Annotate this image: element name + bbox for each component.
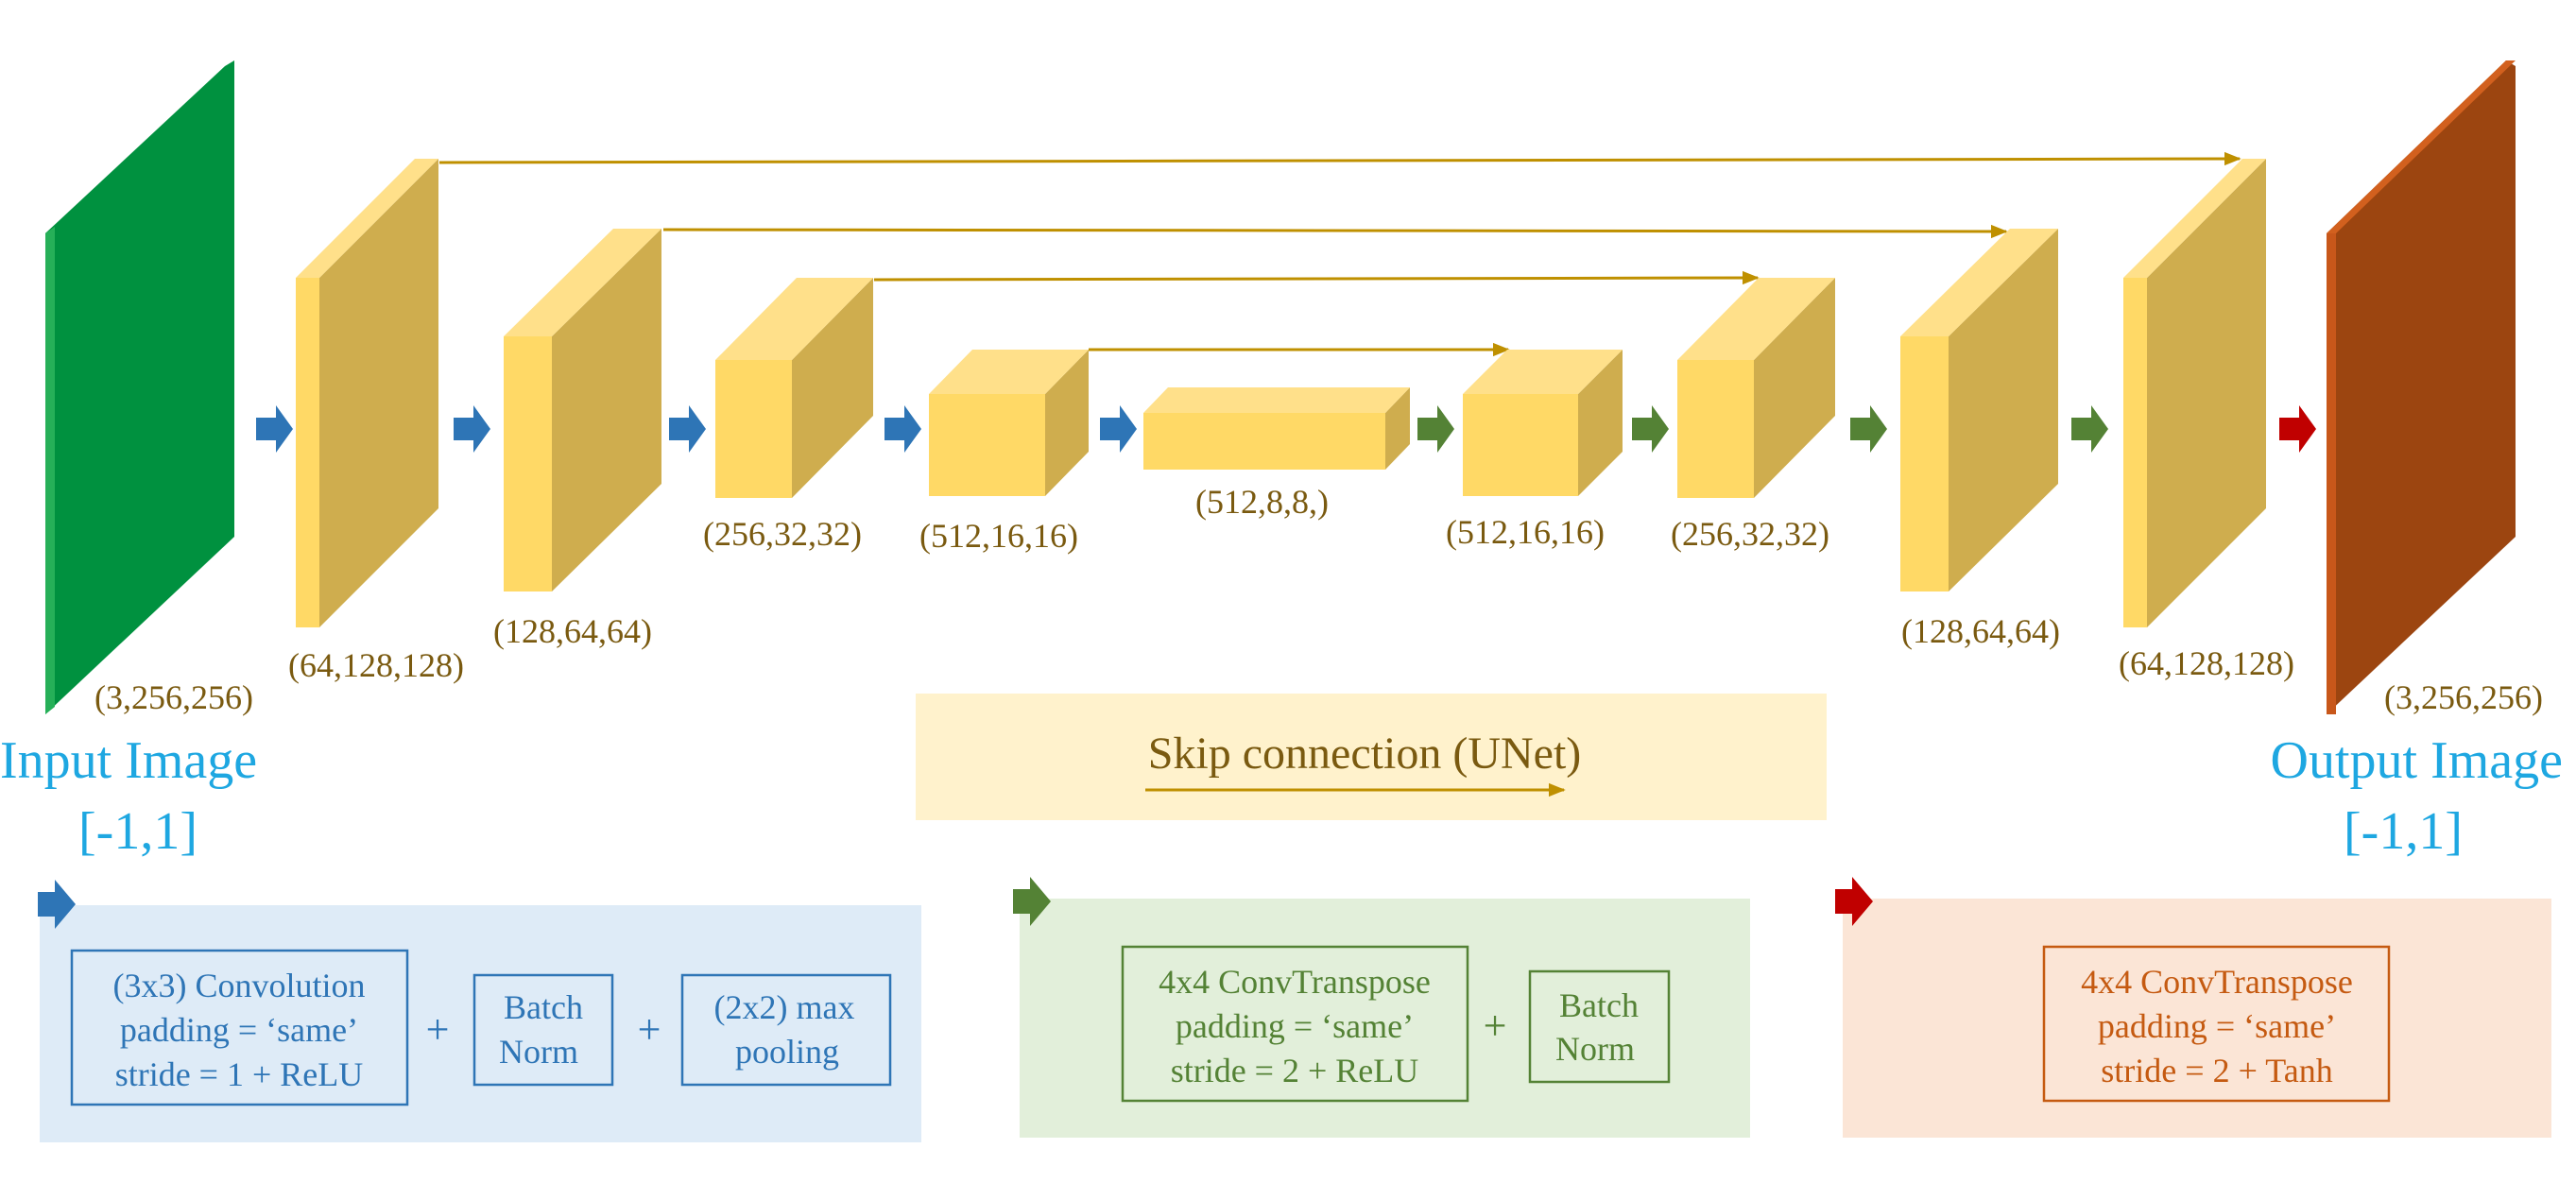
plus-sign: +	[1484, 1003, 1507, 1049]
encoder-4-shape-label: (512,16,16)	[919, 517, 1078, 555]
batchnorm-line-2: Norm	[1555, 1030, 1635, 1068]
blue-arrow-icon	[454, 405, 490, 453]
encoder-2-shape-label: (128,64,64)	[493, 612, 652, 650]
maxpool-line-1: (2x2) max	[714, 988, 855, 1026]
encoder-legend: (3x3) Convolution padding = ‘same’ strid…	[38, 880, 921, 1142]
skip-connection-legend: Skip connection (UNet)	[916, 694, 1827, 820]
red-arrow-icon	[1835, 877, 1873, 926]
conv-block-box	[70, 949, 409, 1106]
batchnorm-line-1: Batch	[504, 988, 583, 1026]
skip-connection-1	[438, 151, 2241, 166]
conv-block-line-3: stride = 1 + ReLU	[115, 1055, 364, 1093]
green-arrow-icon	[1013, 877, 1051, 926]
skip-connections	[438, 151, 2241, 357]
output-convtranspose-box	[2042, 945, 2391, 1103]
blue-arrow-icon	[1100, 405, 1137, 453]
output-plane-edge	[2327, 60, 2516, 233]
blue-arrow-icon	[38, 880, 76, 929]
shape-labels: (3,256,256) (64,128,128) (128,64,64) (25…	[94, 483, 2543, 716]
decoder-block-3	[1900, 229, 2058, 592]
output-convtranspose-line-1: 4x4 ConvTranspose	[2081, 963, 2353, 1001]
conv-block-line-1: (3x3) Convolution	[113, 967, 366, 1004]
convtranspose-block-box	[1121, 945, 1469, 1103]
output-image-range: [-1,1]	[2344, 802, 2463, 861]
plus-sign: +	[638, 1006, 661, 1053]
plus-sign: +	[426, 1006, 450, 1053]
green-arrow-icon	[1417, 405, 1454, 453]
output-convtranspose-line-2: padding = ‘same’	[2098, 1007, 2336, 1045]
batchnorm-line-2: Norm	[499, 1033, 578, 1071]
bottleneck-block	[1143, 387, 1410, 470]
decoder-1-shape-label: (512,16,16)	[1446, 513, 1605, 551]
output-plane-left-edge	[2327, 233, 2336, 714]
input-plane-edge	[45, 227, 55, 714]
input-shape-label: (3,256,256)	[94, 678, 253, 716]
decoder-2-shape-label: (256,32,32)	[1671, 515, 1829, 553]
convtranspose-line-3: stride = 2 + ReLU	[1171, 1052, 1419, 1089]
decoder-4-shape-label: (64,128,128)	[2119, 644, 2294, 682]
encoder-block-3	[715, 278, 873, 498]
output-plane-face	[2327, 60, 2516, 714]
skip-connection-3	[873, 270, 1760, 285]
output-shape-label: (3,256,256)	[2384, 678, 2543, 716]
red-arrow-icon	[2279, 405, 2316, 453]
encoder-1-shape-label: (64,128,128)	[288, 646, 464, 684]
io-titles: Input Image [-1,1] Output Image [-1,1]	[0, 731, 2563, 861]
decoder-3-shape-label: (128,64,64)	[1901, 612, 2060, 650]
input-image-title: Input Image	[0, 731, 257, 790]
maxpool-box	[680, 973, 892, 1087]
blue-arrow-icon	[669, 405, 706, 453]
encoder-legend-panel	[40, 905, 921, 1142]
green-arrow-icon	[2071, 405, 2108, 453]
conv-block-line-2: padding = ‘same’	[120, 1011, 358, 1049]
decoder-block-4	[2123, 159, 2266, 627]
decoder-legend-panel	[1020, 899, 1750, 1138]
green-arrow-icon	[1632, 405, 1669, 453]
skip-connection-2	[662, 224, 2008, 239]
input-plane-face	[45, 60, 234, 714]
batchnorm-line-1: Batch	[1559, 986, 1639, 1024]
blue-arrow-icon	[256, 405, 293, 453]
encoder-3-shape-label: (256,32,32)	[703, 515, 862, 553]
convtranspose-line-2: padding = ‘same’	[1176, 1007, 1414, 1045]
maxpool-line-2: pooling	[735, 1033, 839, 1071]
blue-arrow-icon	[884, 405, 921, 453]
encoder-block-1	[296, 159, 438, 627]
output-image-title: Output Image	[2271, 731, 2563, 790]
skip-legend-box	[916, 694, 1827, 820]
bottleneck-shape-label: (512,8,8,)	[1195, 483, 1329, 521]
output-legend: 4x4 ConvTranspose padding = ‘same’ strid…	[1835, 877, 2551, 1138]
convtranspose-line-1: 4x4 ConvTranspose	[1159, 963, 1431, 1001]
decoder-legend: 4x4 ConvTranspose padding = ‘same’ strid…	[1013, 877, 1750, 1138]
encoder-block-2	[504, 229, 661, 592]
decoder-block-1	[1463, 350, 1623, 496]
input-image-range: [-1,1]	[78, 802, 197, 861]
skip-legend-label: Skip connection (UNet)	[1148, 729, 1582, 779]
output-convtranspose-line-3: stride = 2 + Tanh	[2101, 1052, 2332, 1089]
output-legend-panel	[1843, 899, 2551, 1138]
output-image-plane	[2327, 60, 2516, 714]
decoder-block-2	[1677, 278, 1835, 498]
encoder-block-4	[929, 350, 1089, 496]
batchnorm-box	[472, 973, 614, 1087]
batchnorm-box	[1528, 969, 1671, 1084]
feature-blocks	[296, 159, 2266, 627]
flow-arrows	[256, 405, 2316, 453]
green-arrow-icon	[1850, 405, 1887, 453]
input-image-plane	[45, 60, 234, 714]
